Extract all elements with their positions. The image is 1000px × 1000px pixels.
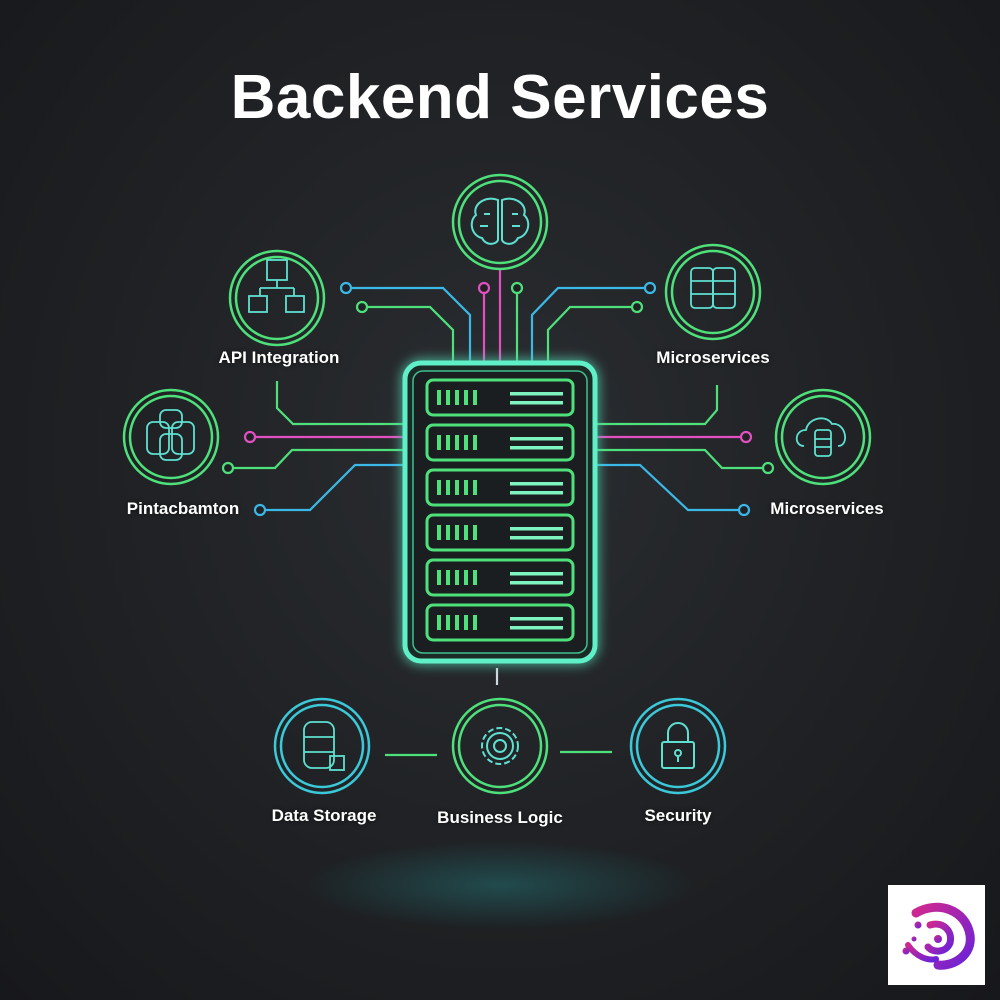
brain-icon (470, 197, 530, 245)
page-title: Backend Services (230, 63, 770, 132)
database-icon (303, 721, 345, 771)
connector-lines (234, 270, 762, 757)
server-unit (425, 378, 575, 417)
databases-icon (146, 409, 195, 461)
label-business-logic: Business Logic (437, 808, 563, 827)
node-brain (451, 173, 549, 271)
node-security (629, 697, 727, 795)
endpoint-dot (737, 503, 751, 517)
connector-line (595, 385, 719, 426)
connector-line (275, 381, 405, 426)
node-microservices-right (774, 388, 872, 486)
connector-line (234, 448, 405, 470)
label-api-integration: API Integration (218, 348, 340, 367)
gear-icon (481, 727, 519, 765)
connector-line (595, 463, 738, 512)
label-microservices-right: Microservices (770, 499, 884, 518)
cloud-database-icon (795, 417, 846, 457)
endpoint-dot (355, 300, 369, 314)
endpoint-dot (339, 281, 353, 295)
server-unit (425, 558, 575, 597)
database-stack-icon (690, 267, 736, 309)
label-security: Security (644, 806, 712, 825)
server-unit (425, 468, 575, 507)
endpoint-dot (243, 430, 257, 444)
server-unit (425, 513, 575, 552)
endpoint-dot (630, 300, 644, 314)
endpoint-dot (510, 281, 524, 295)
brand-logo (888, 885, 985, 985)
connector-line (546, 305, 631, 363)
connector-line (368, 305, 455, 363)
floor-glow (300, 840, 700, 930)
node-business-logic (451, 697, 549, 795)
node-pintacbamton (122, 388, 220, 486)
connector-line (352, 286, 472, 363)
connector-line (530, 286, 644, 363)
server-rack-icon (402, 360, 598, 664)
endpoint-dot (253, 503, 267, 517)
node-api-integration (228, 249, 326, 347)
connector-line (266, 463, 405, 512)
label-microservices-top: Microservices (656, 348, 770, 367)
server-unit (425, 603, 575, 642)
node-microservices-top (664, 243, 762, 341)
endpoint-dot (643, 281, 657, 295)
label-pintacbamton: Pintacbamton (126, 499, 240, 518)
label-data-storage: Data Storage (271, 806, 377, 825)
cubes-network-icon (248, 259, 305, 313)
logo-swirl-icon (902, 902, 975, 970)
connector-line (595, 448, 762, 470)
endpoint-dot (739, 430, 753, 444)
endpoint-dot (477, 281, 491, 295)
endpoint-dot (221, 461, 235, 475)
lock-icon (661, 722, 695, 769)
server-unit (425, 423, 575, 462)
node-data-storage (273, 697, 371, 795)
connector-endpoints (221, 281, 775, 517)
endpoint-dot (761, 461, 775, 475)
